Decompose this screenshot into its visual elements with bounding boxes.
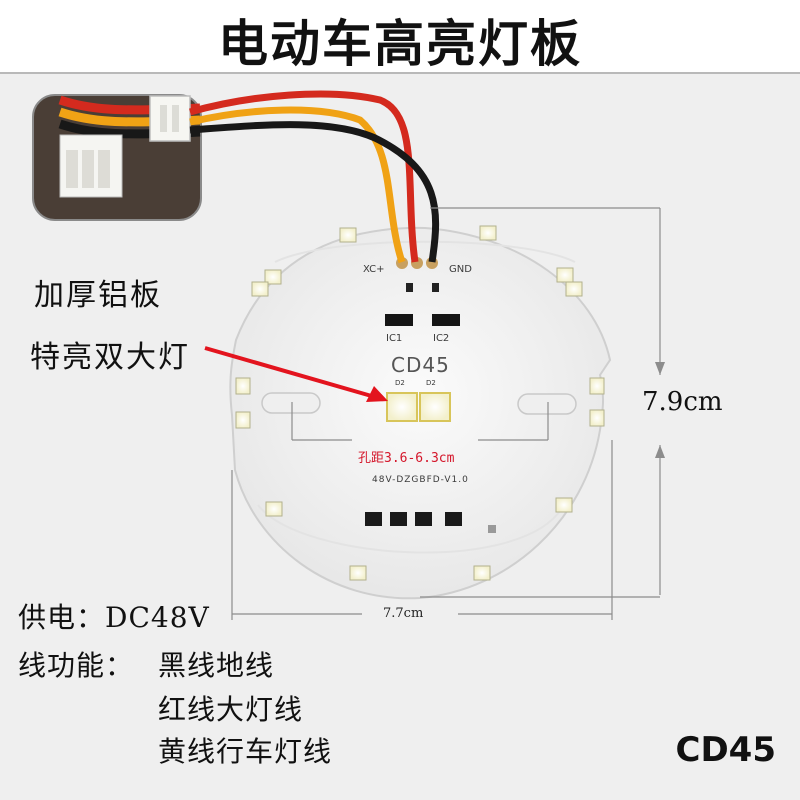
height-dimension: 7.9cm xyxy=(642,387,723,417)
perimeter-leds xyxy=(235,225,605,581)
d2-left-label: D2 xyxy=(395,379,405,387)
pin-gnd-label: GND xyxy=(449,264,472,275)
hole-spacing-label: 孔距3.6-6.3cm xyxy=(358,451,455,466)
width-dimension: 7.7cm xyxy=(383,606,424,621)
ic2-label: IC2 xyxy=(433,333,450,344)
yellow-wire-spec: 黄线行车灯线 xyxy=(158,735,333,768)
power-spec: 供电：DC48V xyxy=(18,601,210,634)
dual-main-leds xyxy=(386,392,451,422)
red-wire-spec: 红线大灯线 xyxy=(158,693,304,726)
callout-arrow xyxy=(204,346,388,402)
d2-right-label: D2 xyxy=(426,379,436,387)
title-bar: 电动车高亮灯板 xyxy=(0,0,800,74)
callout-dual-led: 特亮双大灯 xyxy=(30,340,190,375)
wire-connector-plug xyxy=(149,95,191,142)
black-wire-spec: 黑线地线 xyxy=(158,649,275,682)
callout-thick-aluminum-board: 加厚铝板 xyxy=(34,278,162,313)
board-components xyxy=(365,257,496,533)
board-wires xyxy=(189,90,440,264)
board-model-code: CD45 xyxy=(391,353,450,377)
ic1-label: IC1 xyxy=(386,333,403,344)
model-badge: CD45 xyxy=(675,730,777,770)
board-part-number: 48V-DZGBFD-V1.0 xyxy=(372,475,469,485)
page-title: 电动车高亮灯板 xyxy=(218,15,582,73)
dimension-lines xyxy=(231,207,665,620)
wire-function-label: 线功能： xyxy=(18,649,135,682)
pin-xc-label: XC+ xyxy=(363,264,385,275)
